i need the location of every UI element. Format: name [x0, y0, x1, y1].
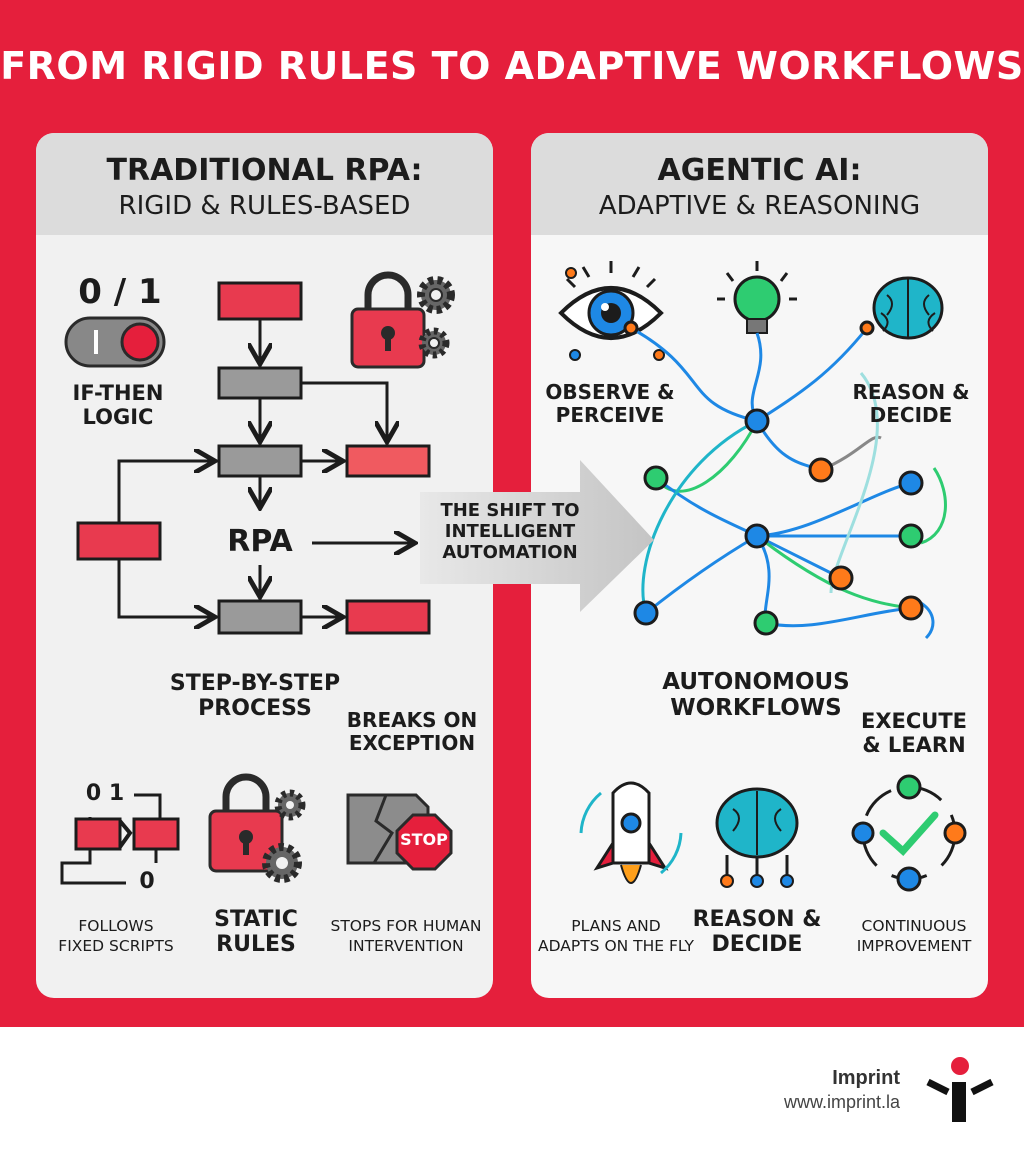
binary-flow-icon [60, 793, 180, 885]
rpa-label: RPA [227, 524, 293, 559]
agentic-diagram-graphics [558, 261, 967, 892]
eye-icon [558, 261, 665, 361]
reason-decide-caption: REASON & DECIDE [692, 907, 822, 958]
agentic-panel-title: AGENTIC AI: [657, 153, 862, 188]
binary-flow-top-label: 0 1 [85, 781, 125, 806]
cycle-check-icon [851, 774, 967, 892]
breaks-on-exception-label: BREAKS ON EXCEPTION [346, 708, 478, 755]
flow-chart-icon [76, 281, 431, 635]
network-nodes [623, 320, 924, 636]
execute-learn-label: EXECUTE & LEARN [860, 709, 967, 758]
rpa-panel-subtitle: RIGID & RULES-BASED [118, 191, 411, 221]
brain-icon [872, 276, 944, 340]
brand-name[interactable]: Imprint [832, 1067, 900, 1089]
rpa-diagram-graphics [60, 271, 455, 885]
follows-fixed-scripts-caption: FOLLOWS FIXED SCRIPTS [58, 917, 174, 956]
if-then-logic-label: IF-THEN LOGIC [72, 381, 164, 430]
rpa-panel-title: TRADITIONAL RPA: [106, 153, 423, 188]
agentic-panel-subtitle: ADAPTIVE & REASONING [598, 191, 921, 221]
shift-arrow-label: THE SHIFT TO INTELLIGENT AUTOMATION [440, 500, 580, 564]
footer-brand: Imprint www.imprint.la [784, 1067, 900, 1113]
autonomous-workflows-label: AUTONOMOUS WORKFLOWS [662, 669, 850, 722]
step-by-step-label: STEP-BY-STEP PROCESS [169, 671, 341, 722]
network-graph [630, 326, 947, 640]
binary-flow-bottom-label: 0 [139, 869, 155, 894]
observe-perceive-label: OBSERVE & PERCEIVE [545, 380, 675, 427]
rpa-panel-header [36, 133, 493, 235]
lock-gears-icon [350, 271, 455, 369]
stop-sign-text: STOP [400, 830, 448, 849]
lock-gears-icon-bottom [208, 773, 306, 883]
toggle-switch-icon [64, 316, 166, 368]
continuous-improvement-caption: CONTINUOUS IMPROVEMENT [856, 917, 972, 956]
brand-url[interactable]: www.imprint.la [783, 1092, 900, 1112]
binary-label: 0 / 1 [78, 272, 162, 312]
stops-for-human-caption: STOPS FOR HUMAN INTERVENTION [330, 917, 482, 956]
static-rules-caption: STATIC RULES [214, 907, 298, 958]
brain-network-icon [715, 787, 799, 888]
reason-decide-top-label: REASON & DECIDE [852, 380, 970, 427]
traditional-rpa-panel: TRADITIONAL RPA: RIGID & RULES-BASED [36, 133, 493, 998]
stop-sign-icon [346, 793, 453, 871]
lightbulb-icon [717, 261, 797, 334]
main-title: FROM RIGID RULES TO ADAPTIVE WORKFLOWS [0, 44, 1024, 88]
rocket-icon [579, 781, 683, 884]
agentic-ai-panel: AGENTIC AI: ADAPTIVE & REASONING [531, 133, 988, 998]
agentic-panel-header [531, 133, 988, 235]
plans-adapts-caption: PLANS AND ADAPTS ON THE FLY [538, 917, 694, 956]
